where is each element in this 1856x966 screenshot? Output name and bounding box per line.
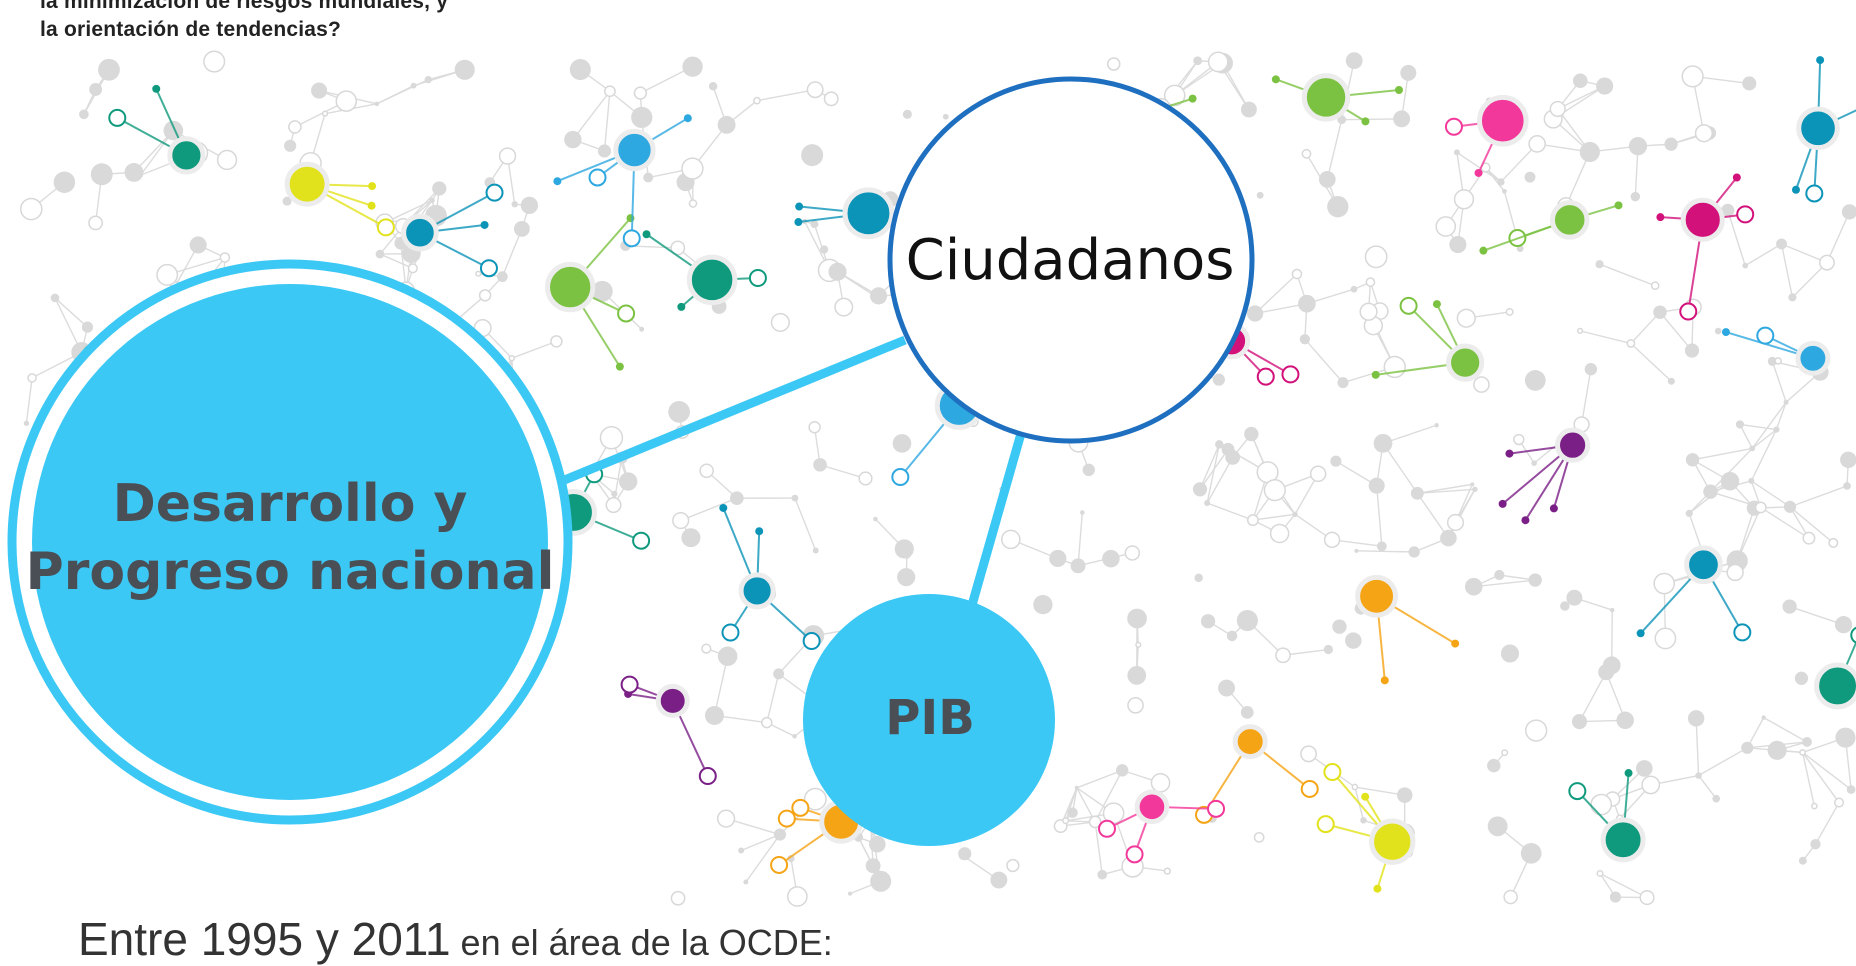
footer-text: Entre 1995 y 2011 en el área de la OCDE: (78, 912, 833, 966)
ciudadanos-label: Ciudadanos (880, 228, 1260, 293)
question-line-1: la minimización de riesgos mundiales, y (40, 0, 640, 16)
footer-lead: Entre 1995 y 2011 (78, 913, 451, 965)
pib-label: PIB (800, 690, 1060, 746)
desarrollo-label: Desarrollo y Progreso nacional (10, 470, 570, 606)
desarrollo-label-line-1: Desarrollo y (10, 470, 570, 538)
desarrollo-label-line-2: Progreso nacional (10, 538, 570, 606)
question-line-2: la orientación de tendencias? (40, 16, 640, 44)
connector-ciudadanos-pib (970, 430, 1022, 612)
connector-desarrollo-ciudadanos (545, 340, 905, 488)
footer-rest: en el área de la OCDE: (451, 922, 833, 963)
question-text: la minimización de riesgos mundiales, y … (40, 0, 640, 44)
